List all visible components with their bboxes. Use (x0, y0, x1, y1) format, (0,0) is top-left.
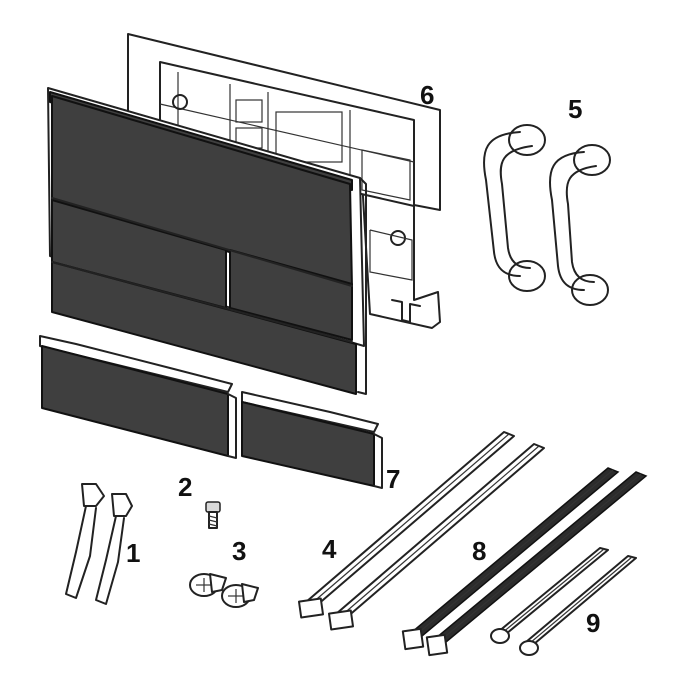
flush-plate (47, 87, 367, 395)
small-screw-part-2 (205, 501, 221, 529)
long-screw-part-9a (490, 547, 609, 644)
part-label-4: 4 (322, 534, 337, 564)
spring-clip-part-1 (65, 483, 133, 605)
cover-piece-right-part-7 (241, 391, 383, 489)
part-label-9: 9 (586, 608, 600, 638)
u-bracket-part-5a (482, 124, 546, 292)
threaded-rod-part-8a (401, 467, 620, 651)
part-label-1: 1 (126, 538, 140, 568)
screw-part-3b (221, 583, 259, 608)
part-label-6: 6 (420, 80, 434, 110)
part-label-8: 8 (472, 536, 486, 566)
mounting-frame-part-6 (127, 33, 441, 329)
rod-part-4b (327, 443, 545, 631)
part-label-7: 7 (386, 464, 400, 494)
screw-part-3a (189, 573, 227, 597)
cover-piece-left (39, 335, 237, 459)
rod-part-4a (297, 431, 515, 619)
threaded-rod-part-8b (425, 471, 648, 657)
part-label-3: 3 (232, 536, 246, 566)
long-screw-part-9b (519, 555, 637, 656)
part-label-2: 2 (178, 472, 192, 502)
u-bracket-part-5b (548, 144, 611, 306)
part-label-5: 5 (568, 94, 582, 124)
